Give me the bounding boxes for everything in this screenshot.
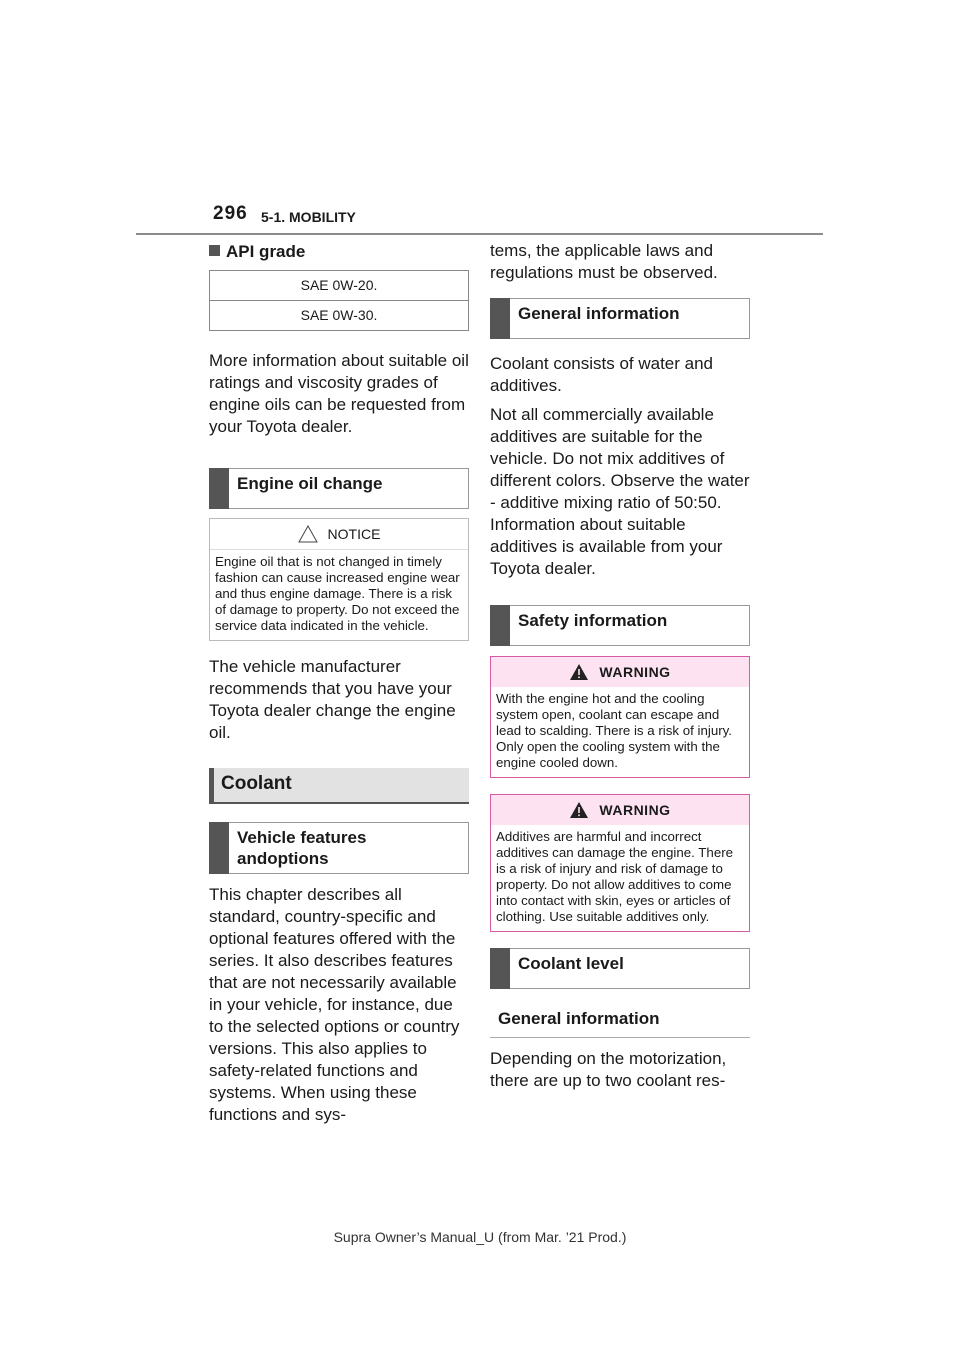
general-information-heading: General information bbox=[490, 298, 750, 339]
motorization-paragraph: Depending on the motorization, there are… bbox=[490, 1049, 727, 1090]
section-title: 5-1. MOBILITY bbox=[261, 209, 356, 225]
warning-triangle-icon bbox=[570, 802, 589, 818]
heading-bar bbox=[490, 948, 510, 989]
warning-triangle-icon bbox=[570, 664, 589, 680]
chapter-description: This chapter describes all standard, cou… bbox=[209, 885, 460, 1124]
warning-body: Additives are harmful and incorrect addi… bbox=[496, 829, 734, 924]
coolant-level-heading: Coolant level bbox=[490, 948, 750, 989]
heading-bar bbox=[490, 298, 510, 339]
safety-information-heading: Safety information bbox=[490, 605, 750, 646]
warning-box: WARNING Additives are harmful and incorr… bbox=[490, 794, 750, 932]
warning-body: With the engine hot and the cooling syst… bbox=[496, 691, 733, 770]
manufacturer-recommendation: The vehicle manufacturer recommends that… bbox=[209, 657, 456, 742]
coolant-chapter-heading: Coolant bbox=[209, 768, 469, 804]
left-column: API grade SAE 0W-20. SAE 0W-30. More inf… bbox=[209, 240, 469, 1126]
caution-triangle-icon bbox=[297, 525, 318, 543]
heading-bar bbox=[209, 822, 229, 874]
api-grade-heading: API grade bbox=[209, 242, 469, 262]
page-number: 296 bbox=[213, 203, 248, 224]
grade-row: SAE 0W-30. bbox=[210, 300, 468, 330]
engine-oil-change-heading: Engine oil change bbox=[209, 468, 469, 509]
heading-bar bbox=[490, 605, 510, 646]
heading-bar bbox=[209, 468, 229, 509]
notice-title: NOTICE bbox=[210, 519, 468, 550]
general-information-subheading: General information bbox=[490, 1003, 750, 1038]
coolant-consists-paragraph: Coolant consists of water and additives. bbox=[490, 354, 714, 395]
grade-table: SAE 0W-20. SAE 0W-30. bbox=[209, 270, 469, 331]
page-footer: Supra Owner’s Manual_U (from Mar. ’21 Pr… bbox=[333, 1229, 627, 1245]
vehicle-features-heading: Vehicle features andoptions bbox=[209, 822, 469, 874]
warning-box: WARNING With the engine hot and the cool… bbox=[490, 656, 750, 778]
continuation-paragraph: tems, the applicable laws and regulation… bbox=[490, 241, 718, 282]
notice-box: NOTICE Engine oil that is not changed in… bbox=[209, 518, 469, 641]
notice-body: Engine oil that is not changed in timely… bbox=[215, 554, 460, 633]
warning-title: WARNING bbox=[491, 795, 749, 825]
additives-paragraph: Not all commercially available additives… bbox=[490, 405, 750, 578]
grade-row: SAE 0W-20. bbox=[300, 277, 378, 293]
header-rule bbox=[136, 233, 823, 235]
oil-info-paragraph: More information about suitable oil rati… bbox=[209, 351, 469, 436]
warning-title: WARNING bbox=[491, 657, 749, 687]
right-column: tems, the applicable laws and regulation… bbox=[490, 240, 750, 1092]
chapter-bar bbox=[209, 768, 214, 802]
square-bullet-icon bbox=[209, 245, 220, 256]
